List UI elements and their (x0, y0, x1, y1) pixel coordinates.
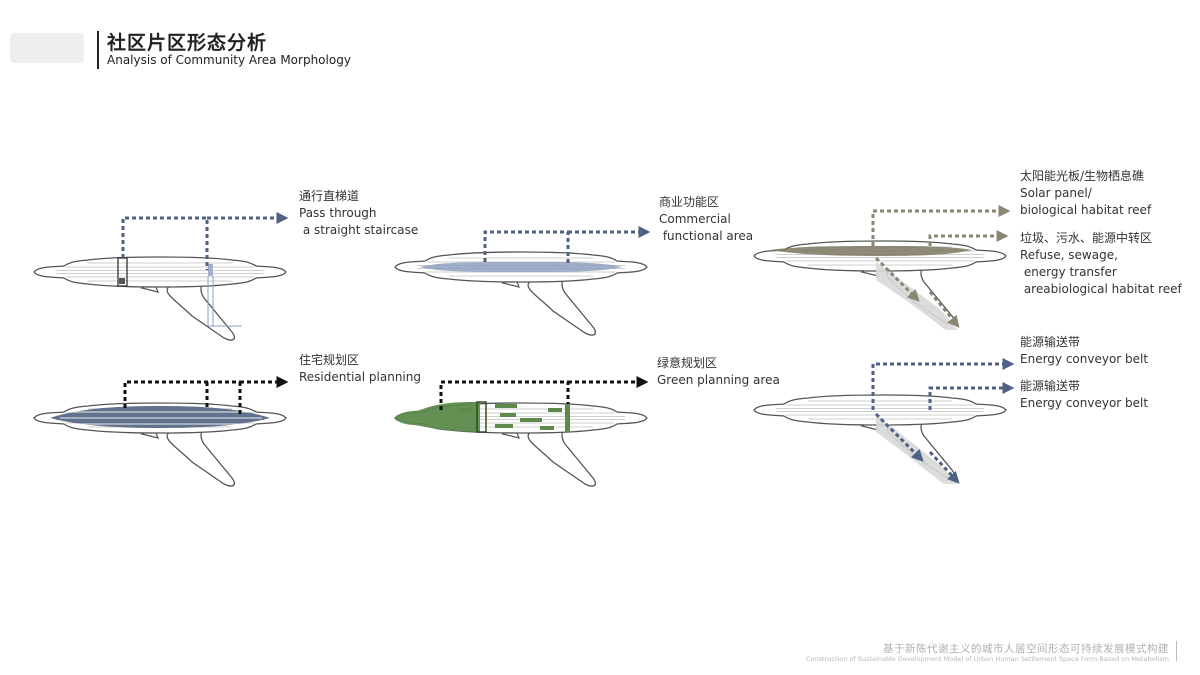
label-refuse-cn: 垃圾、污水、能源中转区 (1020, 231, 1153, 245)
label-staircase-en-1: Pass through (299, 206, 377, 220)
label-solar-cn: 太阳能光板/生物栖息礁 (1020, 169, 1145, 183)
diagram-solar (753, 205, 1011, 330)
label-solar: 太阳能光板/生物栖息礁 Solar panel/ biological habi… (1020, 168, 1151, 219)
label-residential-en: Residential planning (299, 370, 421, 384)
label-commercial-en-1: Commercial (659, 212, 731, 226)
label-energy-2-en: Energy conveyor belt (1020, 396, 1149, 410)
diagram-commercial (394, 226, 651, 336)
label-refuse-en-1: Refuse, sewage, (1020, 248, 1118, 262)
label-energy-2-cn: 能源输送带 (1020, 379, 1081, 393)
diagram-staircase (33, 212, 289, 341)
label-staircase-cn: 通行直梯道 (299, 189, 360, 203)
footer-title-en: Construction of Sustainable Development … (806, 655, 1169, 663)
page-title: 社区片区形态分析 (107, 32, 268, 54)
label-green-cn: 绿意规划区 (657, 356, 718, 370)
diagram-energy (753, 358, 1015, 484)
diagram-green (394, 376, 649, 487)
label-energy-1-en: Energy conveyor belt (1020, 352, 1149, 366)
label-commercial: 商业功能区 Commercial functional area (659, 194, 753, 245)
title-divider (97, 31, 99, 69)
label-green-en: Green planning area (657, 373, 780, 387)
diagram-residential (33, 376, 289, 487)
footer-divider (1176, 641, 1177, 661)
label-solar-en-2: biological habitat reef (1020, 203, 1152, 217)
page-subtitle: Analysis of Community Area Morphology (107, 53, 351, 67)
logo-placeholder (10, 33, 84, 63)
label-residential: 住宅规划区 Residential planning (299, 352, 421, 386)
label-commercial-en-2: functional area (659, 229, 754, 243)
label-refuse: 垃圾、污水、能源中转区 Refuse, sewage, energy trans… (1020, 230, 1182, 298)
label-solar-en-1: Solar panel/ (1020, 186, 1092, 200)
footer-title-cn: 基于新陈代谢主义的城市人居空间形态可持续发展模式构建 (883, 643, 1169, 655)
label-green: 绿意规划区 Green planning area (657, 355, 780, 389)
label-energy-2: 能源输送带 Energy conveyor belt (1020, 378, 1148, 412)
label-commercial-cn: 商业功能区 (659, 195, 720, 209)
label-energy-1: 能源输送带 Energy conveyor belt (1020, 334, 1148, 368)
label-residential-cn: 住宅规划区 (299, 353, 360, 367)
label-energy-1-cn: 能源输送带 (1020, 335, 1081, 349)
label-refuse-en-3: areabiological habitat reef (1020, 282, 1182, 296)
label-staircase: 通行直梯道 Pass through a straight staircase (299, 188, 418, 239)
label-refuse-en-2: energy transfer (1020, 265, 1117, 279)
label-staircase-en-2: a straight staircase (299, 223, 419, 237)
